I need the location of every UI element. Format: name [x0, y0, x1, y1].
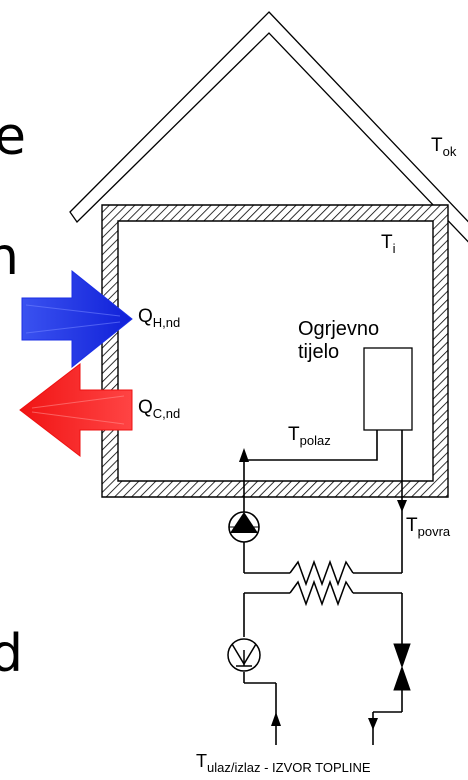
flow-arrowheads — [239, 448, 407, 730]
t-polaz-label: Tpolaz — [288, 424, 331, 448]
q-hnd-label: QH,nd — [138, 306, 181, 330]
heater-body — [363, 347, 413, 431]
pipework — [243, 430, 403, 745]
cropped-text-top: e — [0, 107, 26, 167]
cropped-text-bottom: d — [0, 624, 24, 684]
source-in-arrowhead — [271, 712, 281, 726]
t-i-label: Ti — [381, 232, 396, 256]
cropped-text-mid: n — [0, 227, 19, 287]
source-out-arrowhead — [368, 718, 378, 730]
source-pump-icon — [227, 638, 261, 672]
cooling-arrow — [19, 362, 133, 458]
control-valve-icon — [393, 643, 411, 691]
heater-label: Ogrjevno tijelo — [298, 318, 379, 364]
t-povrat-label: Tpovra — [406, 515, 451, 539]
q-cnd-label: QC,nd — [138, 397, 181, 421]
roof — [69, 11, 468, 243]
heat-exchanger — [289, 559, 354, 607]
return-arrowhead — [397, 500, 407, 512]
heating-arrow — [21, 269, 133, 369]
t-source-label: Tulaz/izlaz - IZVOR TOPLINE — [196, 751, 371, 775]
supply-arrowhead — [239, 448, 249, 462]
heater-label-line2: tijelo — [298, 341, 340, 363]
t-ok-label: Tok — [431, 135, 457, 159]
heater-label-line1: Ogrjevno — [298, 318, 380, 340]
circulation-pump-icon — [228, 511, 260, 543]
